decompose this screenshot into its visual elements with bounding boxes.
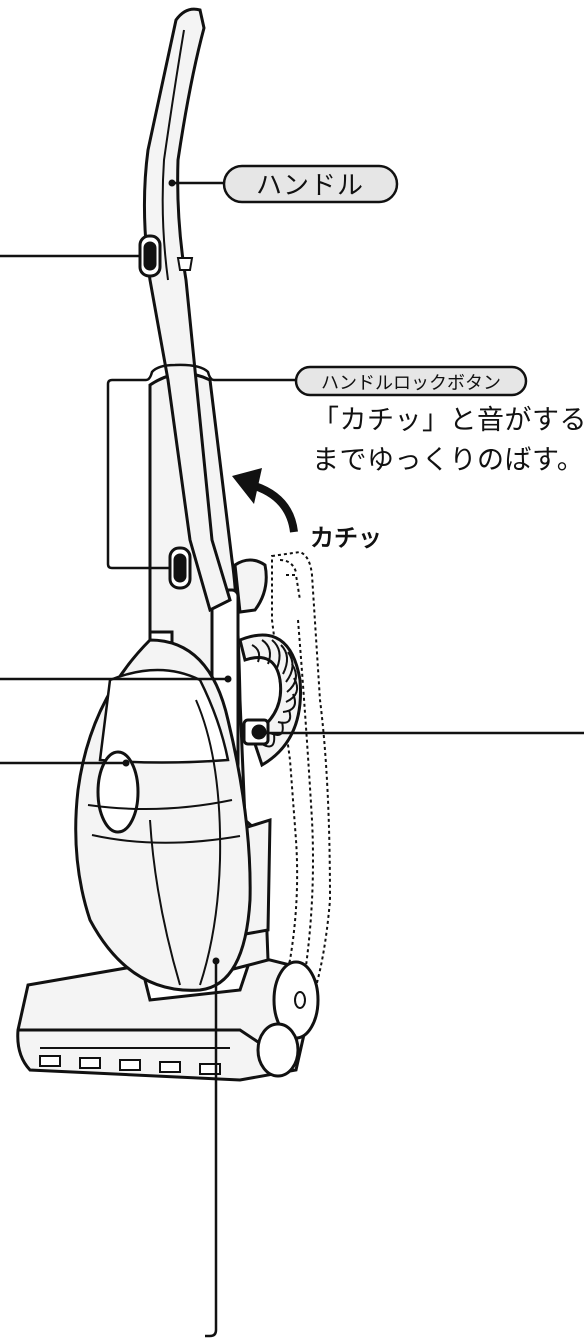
folded-handle-outline (271, 550, 332, 1017)
handle-lock-label-text: ハンドルロックボタン (321, 373, 501, 394)
leader-lines (0, 181, 584, 1338)
leader-dots (122, 179, 264, 965)
handle-lock-label: ハンドルロックボタン (294, 365, 528, 397)
handle-label-text: ハンドル (256, 171, 364, 201)
extend-arrow-icon (232, 468, 298, 533)
dust-case (74, 638, 252, 992)
instruction-line-2: までゆっくりのばす。 (312, 445, 584, 476)
handle-label: ハンドル (222, 164, 399, 204)
click-sound-text: カチッ (310, 524, 382, 552)
handle-pipe (138, 7, 232, 613)
lock-bracket (106, 363, 296, 570)
instruction-line-1: 「カチッ」と音がする (312, 405, 584, 436)
